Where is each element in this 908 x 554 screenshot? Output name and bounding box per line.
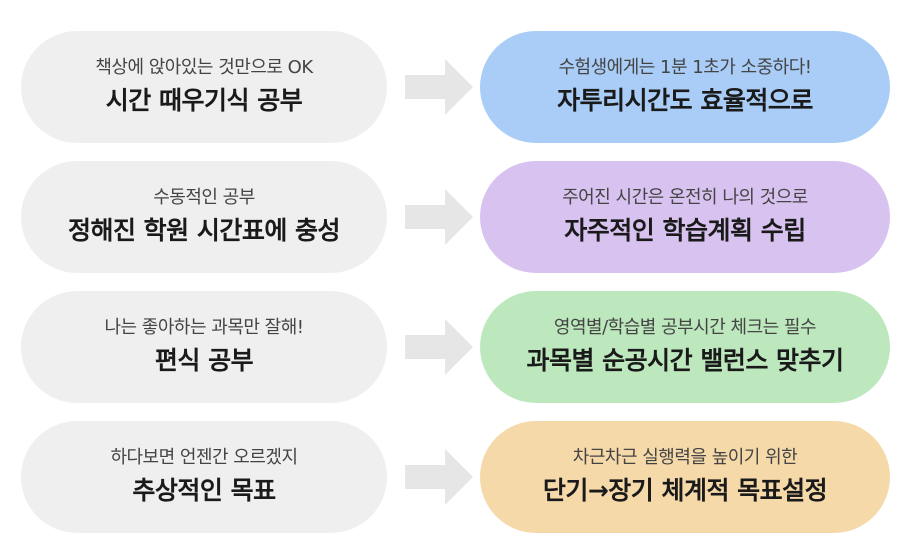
before-title-1: 시간 때우기식 공부 [105, 86, 303, 115]
before-pill-1: 책상에 앉아있는 것만으로 OK 시간 때우기식 공부 [21, 31, 387, 143]
after-subtitle-4: 차근차근 실행력을 높이기 위한 [572, 447, 798, 468]
before-pill-3: 나는 좋아하는 과목만 잘해! 편식 공부 [21, 291, 387, 403]
after-title-1: 자투리시간도 효율적으로 [557, 86, 813, 115]
before-subtitle-2: 수동적인 공부 [153, 187, 255, 208]
right-arrow-icon [405, 59, 473, 115]
after-title-3: 과목별 순공시간 밸런스 맞추기 [526, 346, 844, 375]
right-arrow-icon [405, 319, 473, 375]
before-title-4: 추상적인 목표 [132, 476, 276, 505]
before-title-3: 편식 공부 [154, 346, 254, 375]
after-pill-1: 수험생에게는 1분 1초가 소중하다! 자투리시간도 효율적으로 [480, 31, 890, 143]
before-subtitle-1: 책상에 앉아있는 것만으로 OK [95, 57, 313, 78]
right-arrow-icon [405, 449, 473, 505]
before-pill-4: 하다보면 언젠간 오르겠지 추상적인 목표 [21, 421, 387, 533]
after-subtitle-2: 주어진 시간은 온전히 나의 것으로 [562, 187, 808, 208]
after-pill-2: 주어진 시간은 온전히 나의 것으로 자주적인 학습계획 수립 [480, 161, 890, 273]
after-pill-3: 영역별/학습별 공부시간 체크는 필수 과목별 순공시간 밸런스 맞추기 [480, 291, 890, 403]
before-pill-2: 수동적인 공부 정해진 학원 시간표에 충성 [21, 161, 387, 273]
right-arrow-icon [405, 189, 473, 245]
after-subtitle-1: 수험생에게는 1분 1초가 소중하다! [558, 57, 812, 78]
before-subtitle-3: 나는 좋아하는 과목만 잘해! [104, 317, 304, 338]
after-title-2: 자주적인 학습계획 수립 [564, 216, 806, 245]
after-subtitle-3: 영역별/학습별 공부시간 체크는 필수 [553, 317, 817, 338]
after-title-4: 단기→장기 체계적 목표설정 [542, 476, 828, 505]
before-subtitle-4: 하다보면 언젠간 오르겠지 [110, 447, 298, 468]
after-pill-4: 차근차근 실행력을 높이기 위한 단기→장기 체계적 목표설정 [480, 421, 890, 533]
before-title-2: 정해진 학원 시간표에 충성 [67, 216, 341, 245]
